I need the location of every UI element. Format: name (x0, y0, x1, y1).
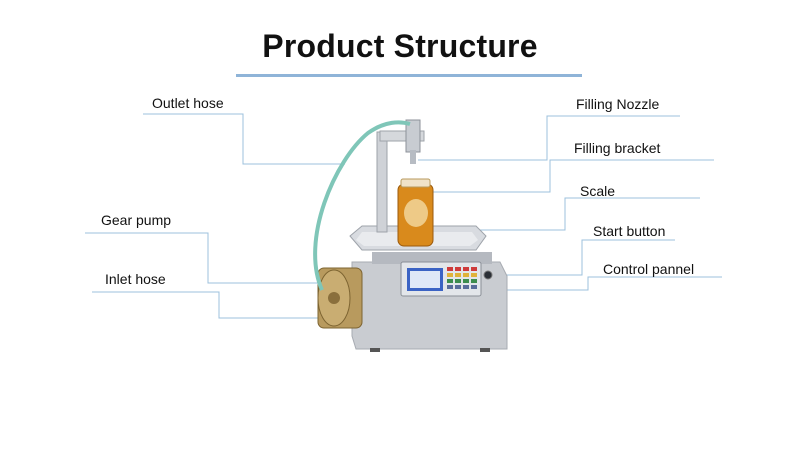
leader-gear-pump (85, 232, 320, 284)
label-filling-nozzle: Filling Nozzle (576, 96, 660, 112)
label-inlet-hose: Inlet hose (105, 271, 166, 287)
start-button-graphic (483, 270, 493, 280)
leader-filling-bracket (430, 159, 714, 193)
leader-inlet-hose (92, 291, 320, 319)
leader-outlet-hose (143, 113, 345, 165)
leader-control-panel (480, 276, 722, 291)
label-scale: Scale (580, 183, 616, 199)
keypad (447, 267, 477, 289)
bracket-post (376, 131, 388, 233)
machine-illustration (313, 119, 508, 352)
page-title: Product Structure (262, 28, 538, 64)
outlet-hose-graphic (313, 120, 411, 291)
label-control-panel: Control pannel (603, 261, 695, 277)
label-gear-pump: Gear pump (101, 212, 172, 228)
label-outlet-hose: Outlet hose (152, 95, 224, 111)
label-filling-bracket: Filling bracket (574, 140, 661, 156)
label-start-button: Start button (593, 223, 666, 239)
bracket-arm (379, 130, 425, 142)
leader-scale (455, 197, 700, 231)
title-underline (236, 74, 582, 77)
leader-start-button (488, 239, 675, 276)
leader-filling-nozzle (418, 115, 680, 161)
